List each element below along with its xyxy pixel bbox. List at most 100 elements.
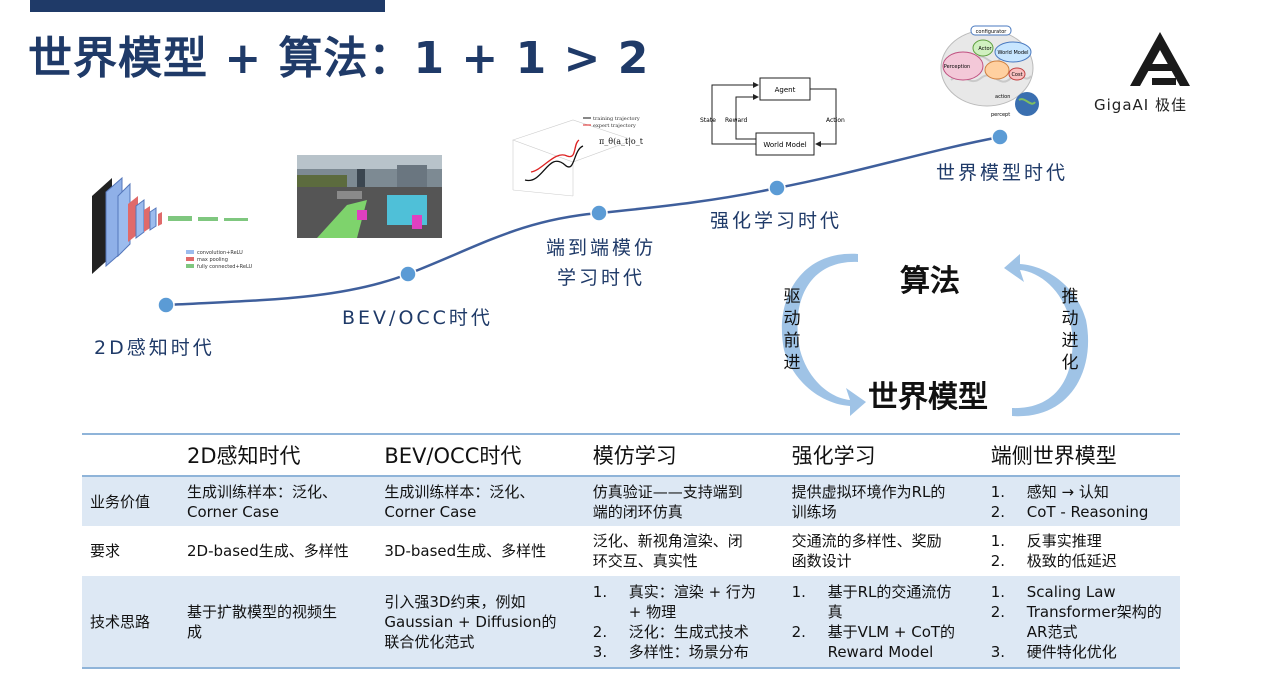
table-row-label: 要求: [90, 542, 121, 560]
era-label-2d: 2D感知时代: [94, 337, 215, 359]
list-item: 3. 多样性：场景分布: [593, 642, 768, 662]
table-cell: 仿真验证——支持端到端的闭环仿真: [574, 476, 774, 526]
cell-line: Corner Case: [187, 502, 279, 521]
list-number: 3.: [592, 642, 608, 661]
table-header-imitation: 模仿学习: [574, 433, 774, 477]
list-text: 硬件特化优化: [1026, 642, 1117, 661]
list-number: 2.: [791, 622, 806, 641]
brain-perception-label: Perception: [944, 64, 970, 70]
list-text: 基于RL的交通流仿: [827, 582, 952, 601]
cell-line: Gaussian + Diffusion的: [384, 612, 557, 631]
cycle-push-evolve-label: 推动进化: [1061, 287, 1079, 373]
table-header-edge-world-model: 端侧世界模型: [972, 433, 1180, 477]
e2e-trajectory-plot-thumbnail: training trajectory expert trajectory π_…: [503, 110, 646, 198]
list-item: Reward Model: [792, 642, 967, 662]
cell-line: 联合优化范式: [384, 632, 475, 651]
list-item: 2.CoT - Reasoning: [991, 502, 1174, 522]
table-header-corner: [82, 433, 169, 477]
cell-line: 2D-based生成、多样性: [187, 542, 349, 560]
brain-action-label: action: [995, 94, 1010, 100]
cell-line: 交通流的多样性、奖励: [791, 532, 942, 550]
table-header-rl: 强化学习: [773, 433, 973, 477]
brain-cost-label: Cost: [1011, 72, 1022, 78]
list-text: AR范式: [1026, 622, 1078, 641]
list-item: 1.Scaling Law: [991, 582, 1174, 602]
cell-line: 成: [187, 622, 203, 641]
cell-line: 提供虚拟环境作为RL的: [791, 482, 946, 501]
e2e-legend-expert: expert trajectory: [593, 123, 636, 129]
cell-line: 生成训练样本：泛化、: [187, 482, 338, 501]
table-cell: 2D-based生成、多样性: [169, 526, 366, 576]
table-cell: 基于扩散模型的视频生成: [169, 576, 367, 669]
cnn-legend-2: max pooling: [197, 257, 228, 263]
list-item: 1. 基于RL的交通流仿: [792, 582, 967, 602]
cnn-legend-1: convolution+ReLU: [197, 250, 243, 256]
timeline-dot: [157, 296, 175, 314]
list-item: 1.反事实推理: [991, 531, 1174, 551]
logo-mark-icon: [1130, 32, 1190, 86]
algorithm-world-model-cycle: 算法 世界模型 驱动前进 推动进化: [770, 250, 1100, 420]
list-text: 真: [827, 602, 843, 621]
cell-line: 函数设计: [791, 552, 852, 570]
list-text: 反事实推理: [1026, 532, 1102, 550]
logo-text: GigaAI 极佳: [1094, 96, 1187, 114]
cycle-world-model-label: 世界模型: [868, 380, 988, 415]
list-number: 1.: [990, 482, 1006, 501]
list-item: 2. 基于VLM + CoT的: [792, 622, 967, 642]
list-number: 2.: [990, 552, 1006, 570]
cell-line: 仿真验证——支持端到: [592, 482, 743, 501]
cell-line: 引入强3D约束，例如: [384, 592, 526, 611]
table-cell: 生成训练样本：泛化、Corner Case: [366, 476, 575, 526]
e2e-policy-formula: π_θ(a_t|o_t): [599, 137, 643, 146]
cell-list: 1. 真实：渲染 + 行为+ 物理 2. 泛化：生成式技术 3. 多样性：场景分布: [593, 582, 768, 662]
table-cell: 3D-based生成、多样性: [366, 526, 574, 576]
cycle-drive-forward-label: 驱动前进: [783, 287, 801, 373]
table-cell: 生成训练样本：泛化、Corner Case: [169, 476, 367, 526]
list-text: 感知 → 认知: [1026, 482, 1109, 501]
timeline-dot: [768, 179, 786, 197]
list-text: 基于VLM + CoT的: [827, 622, 956, 641]
comparison-table: 2D感知时代 BEV/OCC时代 模仿学习 强化学习 端侧世界模型 业务价值生成…: [82, 433, 1180, 669]
cell-line: 基于扩散模型的视频生: [187, 602, 338, 621]
table-cell: 1. 真实：渲染 + 行为+ 物理 2. 泛化：生成式技术 3. 多样性：场景分布: [574, 576, 774, 669]
list-text: 真实：渲染 + 行为: [628, 582, 756, 601]
list-number: [593, 602, 629, 622]
cnn-legend-3: fully connected+ReLU: [197, 264, 252, 270]
list-text: Reward Model: [827, 642, 934, 661]
list-text: CoT - Reasoning: [1026, 502, 1149, 521]
list-text: 多样性：场景分布: [628, 642, 749, 661]
list-text: + 物理: [628, 602, 677, 621]
list-number: 3.: [990, 642, 1006, 661]
list-number: 2.: [592, 622, 608, 641]
list-item: + 物理: [593, 602, 768, 622]
era-label-e2e: 端到端模仿学习时代: [546, 237, 657, 289]
rl-loop-diagram: Agent World Model State Reward Action: [698, 73, 858, 161]
bev-occ-thumbnail: [297, 155, 442, 238]
list-text: 泛化：生成式技术: [628, 622, 749, 641]
timeline-dot: [399, 265, 417, 283]
list-number: 1.: [791, 582, 806, 601]
table-header-row: 2D感知时代 BEV/OCC时代 模仿学习 强化学习 端侧世界模型: [82, 433, 1180, 477]
cell-line: 环交互、真实性: [592, 552, 698, 570]
cell-line: 训练场: [791, 502, 837, 521]
list-number: 1.: [592, 582, 608, 601]
cell-line: 生成训练样本：泛化、: [384, 482, 535, 501]
brain-configurator-label: configurator: [976, 29, 1008, 35]
list-text: 极致的低延迟: [1026, 552, 1117, 570]
top-accent-bar: [30, 0, 385, 12]
brain-actor-label: Actor: [978, 46, 992, 52]
table-row-label: 业务价值: [82, 476, 169, 526]
list-number: 2.: [990, 602, 1006, 621]
cell-line: 3D-based生成、多样性: [384, 542, 547, 560]
list-item: AR范式: [991, 622, 1174, 642]
cnn-architecture-thumbnail: convolution+ReLU max pooling fully conne…: [88, 170, 258, 275]
rl-reward-label: Reward: [725, 117, 748, 124]
era-label-world-model: 世界模型时代: [936, 162, 1069, 184]
